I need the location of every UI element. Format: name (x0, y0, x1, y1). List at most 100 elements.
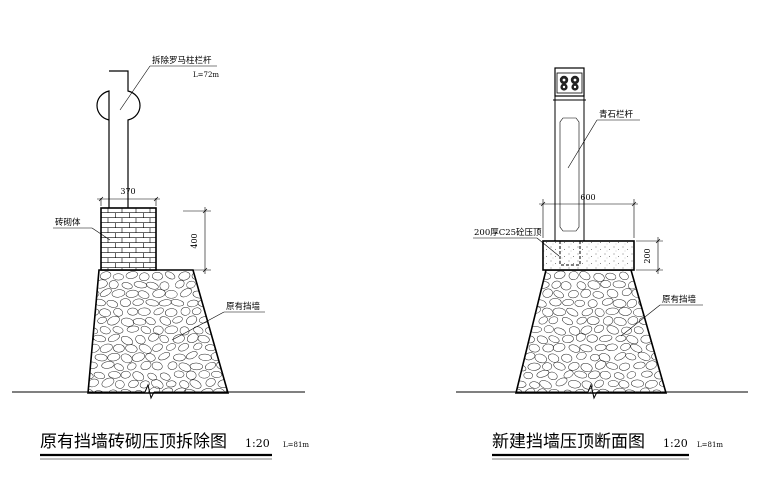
rubble-stone (159, 281, 170, 291)
rubble-stone (641, 370, 653, 378)
rubble-stone (166, 343, 176, 351)
rubble-stone (94, 279, 108, 289)
rubble-stone (576, 316, 587, 325)
rubble-stone (153, 307, 164, 316)
rubble-stone (516, 351, 522, 360)
rubble-stone (619, 271, 629, 281)
rubble-stone (542, 362, 553, 371)
rubble-stone (626, 335, 639, 345)
left-dim-height-text: 400 (190, 233, 199, 248)
rubble-stone (537, 388, 547, 393)
rubble-stone (186, 351, 198, 360)
rubble-stone (120, 353, 133, 364)
rubble-stone (548, 316, 559, 325)
right-length-note: L=81m (697, 441, 723, 449)
rubble-stone (561, 353, 573, 363)
left-remove-length-label: L=72m (193, 71, 219, 79)
rubble-stone (665, 371, 666, 379)
rubble-stone (186, 333, 199, 343)
rubble-stone (542, 307, 554, 317)
rubble-stone (120, 389, 134, 393)
rubble-stone (137, 290, 150, 299)
rubble-stone (607, 380, 619, 387)
rubble-stone (165, 308, 178, 317)
rubble-stone (135, 335, 146, 345)
rubble-stone (587, 280, 601, 290)
rubble-stone (132, 298, 144, 306)
right-bluestone-post (553, 67, 586, 266)
rubble-stone (167, 361, 178, 370)
rubble-stone (213, 336, 224, 344)
rubble-stone (99, 343, 113, 353)
right-concrete-coping (542, 240, 635, 271)
rubble-stone (119, 298, 131, 307)
rubble-stone (639, 281, 651, 290)
rubble-stone (644, 271, 656, 280)
rubble-stone (224, 335, 228, 344)
rubble-stone (562, 299, 574, 306)
rubble-stone (186, 370, 197, 380)
rubble-stone (199, 388, 213, 393)
rubble-stone (94, 353, 108, 362)
rubble-stone (568, 362, 580, 371)
rubble-stone (193, 326, 204, 335)
left-remove-railing-label: 拆除罗马柱栏杆 (152, 55, 212, 66)
right-coping-callout: 200厚C25砼压顶 (473, 227, 560, 257)
rubble-stone (603, 316, 614, 326)
rubble-stone (552, 343, 566, 352)
rubble-stone (527, 362, 541, 371)
rubble-stone (111, 289, 126, 298)
rubble-stone (191, 307, 202, 315)
rubble-stone (107, 333, 120, 342)
post-ornament (559, 75, 580, 91)
rubble-stone (576, 281, 587, 290)
rubble-stone (147, 372, 157, 381)
rubble-stone (173, 370, 185, 378)
rubble-stone (198, 353, 212, 361)
rubble-stone (516, 316, 521, 323)
rubble-stone (562, 317, 573, 326)
rubble-stone (101, 361, 115, 369)
rubble-stone (624, 389, 638, 393)
left-brick-masonry (100, 207, 157, 271)
rubble-stone (115, 380, 125, 389)
rubble-stone (599, 334, 613, 342)
rubble-stone (88, 343, 100, 353)
right-retaining-wall (514, 269, 679, 394)
rubble-stone (230, 345, 241, 352)
right-title-block: 新建挡墙压顶断面图 1:20 L=81m (492, 432, 723, 460)
rubble-stone (140, 361, 152, 370)
rubble-stone (665, 350, 679, 362)
left-section-drawing: 370 400 拆除罗马柱栏杆 L=72m 砖砌体 原有挡 (12, 55, 309, 460)
rubble-stone (651, 352, 664, 361)
rubble-stone (216, 289, 228, 298)
right-railing-callout: 青石栏杆 (567, 109, 640, 169)
rubble-stone (523, 371, 534, 380)
rubble-stone (151, 379, 164, 390)
rubble-stone (159, 334, 169, 344)
rubble-stone (93, 334, 107, 343)
rubble-stone (121, 282, 133, 290)
right-wall-label: 原有挡墙 (662, 294, 697, 305)
rubble-stone (175, 280, 185, 289)
rubble-stone (164, 325, 178, 335)
rubble-stone (205, 362, 216, 371)
rubble-stone (165, 290, 178, 299)
rubble-stone (139, 380, 150, 389)
rubble-stone (120, 317, 135, 327)
rubble-stone (605, 307, 619, 315)
rubble-stone (145, 353, 156, 362)
rubble-stone (158, 299, 172, 307)
rubble-stone (598, 388, 611, 393)
rubble-stone (112, 273, 124, 281)
rubble-stone (580, 289, 591, 298)
rubble-stone (539, 380, 552, 390)
rubble-stone (205, 289, 217, 299)
rubble-stone (516, 326, 525, 336)
rubble-stone (516, 343, 527, 351)
rubble-stone (218, 345, 228, 353)
rubble-stone (127, 362, 137, 371)
right-wall-callout: 原有挡墙 (620, 294, 703, 337)
rubble-stone (183, 389, 197, 393)
